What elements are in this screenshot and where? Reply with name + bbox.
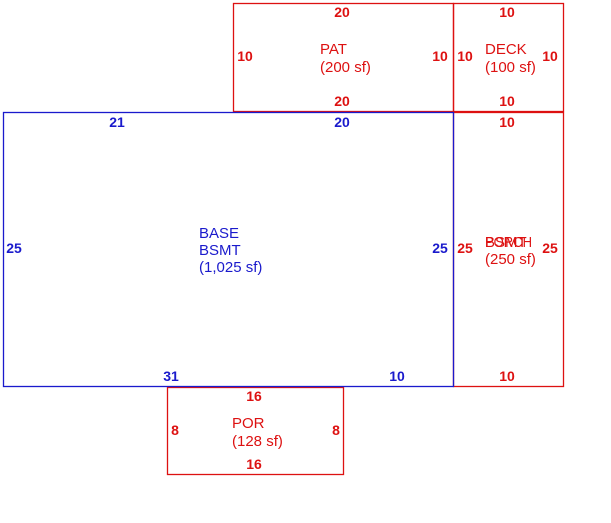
side-area-sf: (250 sf) xyxy=(485,251,536,268)
patio-dim-bottom: 20 xyxy=(334,93,350,109)
base-area-sf: (1,025 sf) xyxy=(199,259,262,276)
base-dim-top-right: 20 xyxy=(334,114,350,130)
patio-dim-top: 20 xyxy=(334,4,350,20)
base-dim-left: 25 xyxy=(6,240,22,256)
deck-dim-bottom: 10 xyxy=(499,93,515,109)
porch-dim-right: 8 xyxy=(332,422,340,438)
porch-area-sf: (128 sf) xyxy=(232,433,283,450)
base-dim-bottom-left: 31 xyxy=(163,368,179,384)
porch-dim-left: 8 xyxy=(171,422,179,438)
porch-area: 16 16 8 8 POR (128 sf) xyxy=(166,386,345,476)
deck-dim-right: 10 xyxy=(542,48,558,64)
base-outline xyxy=(2,111,455,388)
side-label-porch: PORCH xyxy=(485,234,532,251)
porch-outline xyxy=(166,386,345,476)
deck-area: 10 10 10 10 DECK (100 sf) xyxy=(452,2,565,113)
patio-label: PAT xyxy=(320,41,347,58)
patio-dim-left: 10 xyxy=(237,48,253,64)
deck-dim-top: 10 xyxy=(499,4,515,20)
patio-dim-right: 10 xyxy=(432,48,448,64)
base-area: 21 20 25 25 31 10 BASE BSMT (1,025 sf) xyxy=(2,111,455,388)
side-dim-left: 25 xyxy=(457,240,473,256)
porch-label: POR xyxy=(232,415,265,432)
deck-area-sf: (100 sf) xyxy=(485,59,536,76)
deck-dim-left: 10 xyxy=(457,48,473,64)
porch-dim-bottom: 16 xyxy=(246,456,262,472)
deck-label: DECK xyxy=(485,41,527,58)
base-dim-top-left: 21 xyxy=(109,114,125,130)
side-area: 10 10 25 25 BSMT PORCH (250 sf) xyxy=(452,111,565,388)
patio-area: 20 20 10 10 PAT (200 sf) xyxy=(232,2,455,113)
patio-area-sf: (200 sf) xyxy=(320,59,371,76)
deck-outline xyxy=(452,2,565,113)
base-label-bsmt: BSMT xyxy=(199,242,241,259)
side-label-bsmt: BSMT xyxy=(485,234,527,251)
base-dim-right: 25 xyxy=(432,240,448,256)
porch-dim-top: 16 xyxy=(246,388,262,404)
side-dim-right: 25 xyxy=(542,240,558,256)
side-dim-top: 10 xyxy=(499,114,515,130)
base-label: BASE xyxy=(199,225,239,242)
side-dim-bottom: 10 xyxy=(499,368,515,384)
base-dim-bottom-right: 10 xyxy=(389,368,405,384)
